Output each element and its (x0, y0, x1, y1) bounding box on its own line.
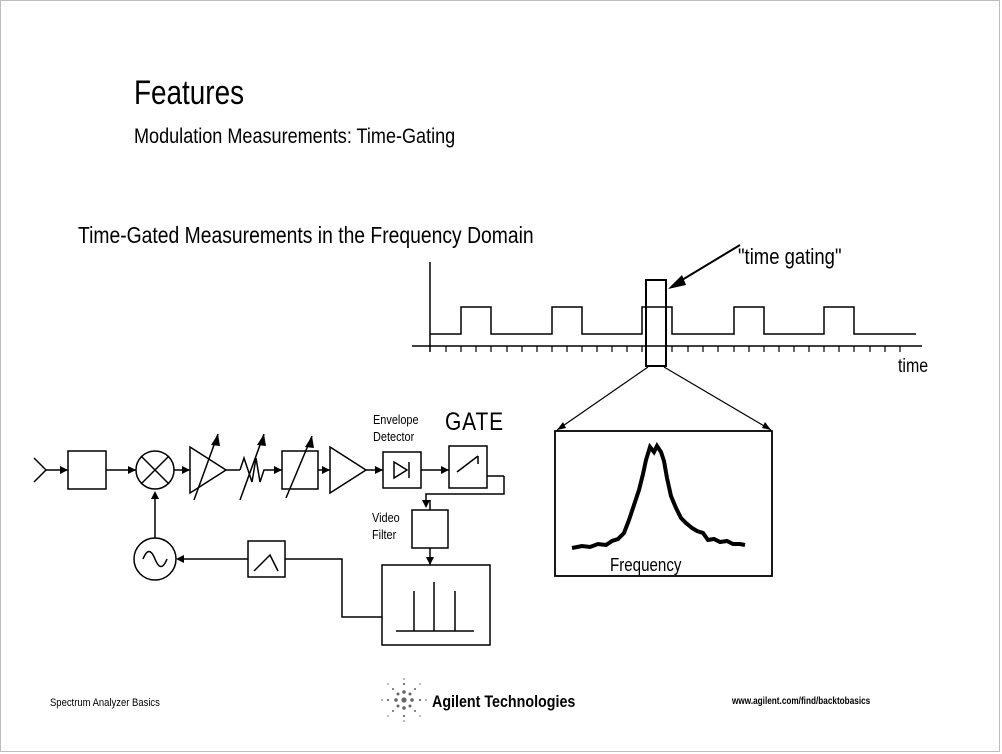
slide-subtitle: Modulation Measurements: Time-Gating (134, 125, 456, 148)
envelope-label-line1: Envelope (373, 412, 419, 427)
video-filter-label-line1: Video (372, 510, 400, 525)
slide-title: Features (134, 74, 245, 112)
gate-window (645, 279, 667, 367)
spectrum-display-box (554, 430, 773, 577)
resolution-filter-symbol (239, 455, 270, 483)
zoom-arrow-left (557, 422, 566, 430)
footer-url: www.agilent.com/find/backtobasics (732, 696, 871, 707)
zoom-line-left (556, 366, 649, 431)
video-filter-box (411, 509, 449, 549)
spectrum-trace (571, 442, 746, 550)
input-filter-box (67, 450, 107, 490)
pulse-train (430, 306, 916, 335)
time-axis-ticks (445, 346, 901, 352)
analyzer-display-box (381, 564, 491, 646)
zoom-line-right (663, 366, 772, 431)
antenna-symbol (33, 457, 48, 483)
footer-course-title: Spectrum Analyzer Basics (50, 697, 160, 709)
zoom-arrow-right (762, 422, 771, 430)
if-gain-amplifier (189, 445, 228, 495)
section-heading: Time-Gated Measurements in the Frequency… (78, 222, 534, 248)
time-axis-label: time (898, 356, 929, 377)
gating-arrow-head (668, 275, 686, 289)
log-amplifier-box (281, 450, 319, 490)
agilent-logo-icon (381, 678, 427, 722)
envelope-label-line2: Detector (373, 429, 415, 444)
buffer-amplifier (329, 445, 368, 495)
footer-brand-name: Agilent Technologies (432, 692, 576, 711)
diode-symbol (393, 460, 409, 480)
envelope-detector-box (382, 451, 422, 489)
frequency-axis-label: Frequency (610, 555, 682, 575)
gate-label: GATE (445, 408, 504, 436)
time-gating-label: "time gating" (738, 244, 842, 269)
video-filter-label-line2: Filter (372, 527, 397, 542)
gate-switch-box (448, 445, 488, 489)
